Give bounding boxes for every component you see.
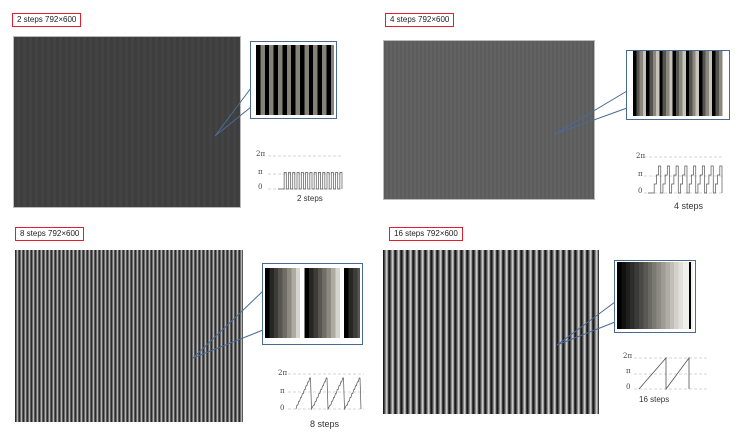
phase-waveform [268,155,343,190]
y-tick-pi: π [626,367,631,375]
phase-graph: 2π π 0 16 steps [614,352,709,412]
graph-caption: 4 steps [674,201,704,211]
y-tick-0: 0 [280,404,285,412]
zoom-inset [626,50,730,120]
zoom-inset-stripes [617,262,693,329]
y-tick-2pi: 2π [278,369,288,377]
phase-waveform [644,156,723,194]
panel-title-label: 16 steps 792×600 [389,227,463,241]
phase-pattern-image [383,250,599,414]
zoom-inset [262,263,363,345]
phase-graph: 2π π 0 8 steps [272,368,367,434]
phase-waveform [634,356,709,391]
y-tick-0: 0 [258,183,263,191]
y-tick-pi: π [638,170,643,178]
zoom-inset-stripes [256,45,334,115]
phase-pattern-image [383,40,595,200]
graph-caption: 8 steps [310,419,340,429]
graph-caption: 2 steps [297,194,323,203]
panel-title-label: 4 steps 792×600 [385,13,455,27]
y-tick-0: 0 [626,383,631,391]
zoom-inset-stripes [265,268,360,338]
phase-pattern-image [15,250,243,422]
phase-wrap-line [689,262,691,329]
panel-title-label: 8 steps 792×600 [15,227,85,241]
zoom-inset-stripes [633,51,723,116]
zoom-inset [614,260,696,333]
y-tick-0: 0 [638,187,643,195]
y-tick-pi: π [258,168,263,176]
phase-graph: 2π π 0 2 steps [250,148,345,208]
graph-caption: 16 steps [639,395,670,404]
y-tick-2pi: 2π [623,352,633,360]
phase-pattern-image [13,36,241,208]
y-tick-2pi: 2π [256,150,266,158]
y-tick-2pi: 2π [636,152,646,160]
y-tick-pi: π [280,387,285,395]
phase-waveform [288,373,364,411]
zoom-inset [250,41,337,119]
phase-graph: 2π π 0 4 steps [630,150,725,215]
panel-title-label: 2 steps 792×600 [12,13,82,27]
